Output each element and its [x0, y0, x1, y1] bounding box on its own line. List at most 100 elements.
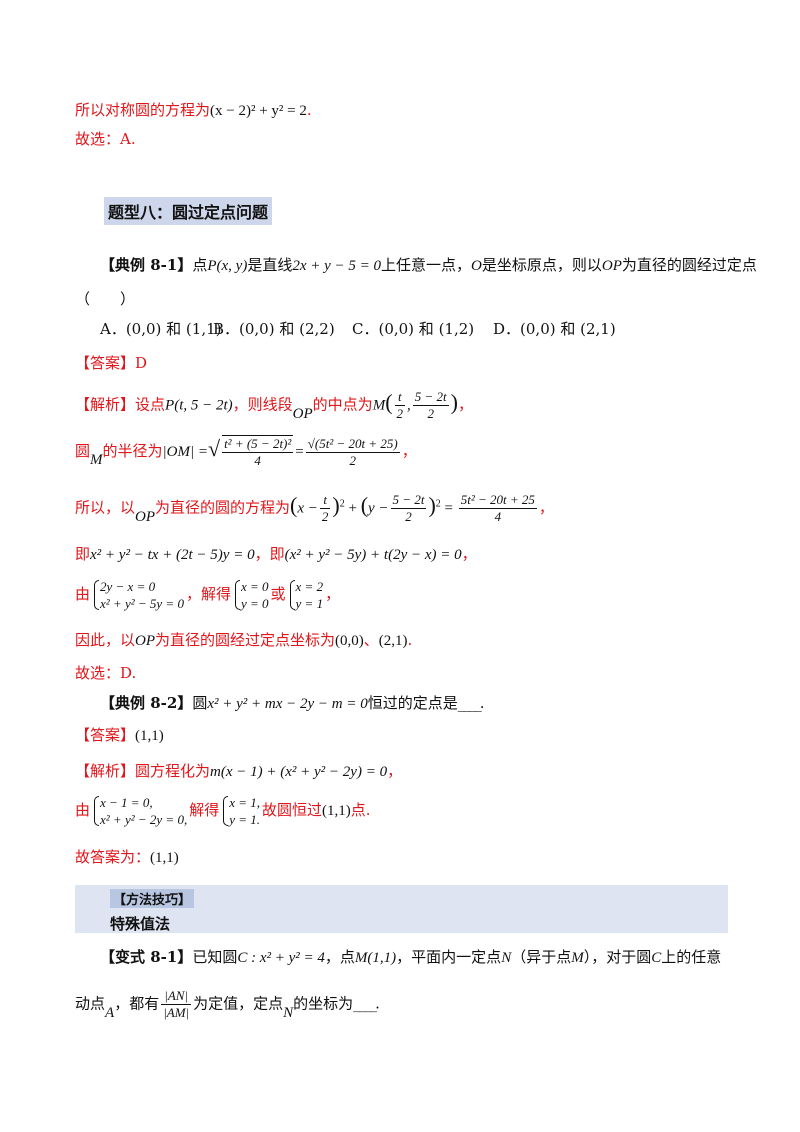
sol-math: (1,1)	[150, 850, 179, 866]
sol-math: OP	[135, 633, 156, 649]
q-text: 是直线	[247, 256, 293, 274]
sol-text: 由	[75, 585, 91, 603]
sol-text: 为直径的圆的方程为	[155, 498, 291, 517]
sol-text: 圆方程化为	[135, 762, 211, 780]
sol-math: (1,1)	[322, 803, 351, 819]
q-math: 2x + y − 5 = 0	[292, 258, 382, 274]
solution-label: 【解析】	[75, 395, 136, 414]
q-text: ，都有	[114, 994, 160, 1013]
q-math: x² + y² + mx − 2y − m = 0	[207, 696, 368, 712]
sol-text: 所以，以	[75, 498, 136, 517]
q-text: 动点	[75, 994, 106, 1013]
sol-text: ，解得	[185, 585, 231, 603]
q-text: .	[375, 994, 380, 1013]
answer-value: D	[135, 354, 148, 372]
sol-text: ，	[401, 442, 417, 460]
sol-math: |OM| =	[162, 444, 208, 460]
sol-text: 的中点为	[312, 395, 373, 414]
variant-label: 【变式 8-1】	[100, 948, 193, 966]
solution-line-7: 故选：D.	[75, 664, 137, 682]
q-text: 上的任意	[661, 948, 722, 966]
sol-text: 故圆恒过	[262, 801, 323, 819]
prev-equation: (x − 2)² + y² = 2	[210, 103, 307, 119]
sol-text: 即	[75, 545, 91, 563]
q-text: 的坐标为	[293, 994, 354, 1013]
q-text: ，点	[324, 948, 355, 966]
sol-text: .	[407, 631, 413, 649]
q-text: 已知圆	[192, 948, 238, 966]
q-text: ，平面内一定点	[396, 948, 502, 966]
option-b: B．(0,0) 和 (2,2)	[213, 320, 335, 338]
q-math: N	[283, 1004, 294, 1021]
sol-math: (x² + y² − 5y) + t(2y − x) = 0	[284, 547, 462, 563]
q-text: （异于点	[511, 948, 572, 966]
method-subtitle: 特殊值法	[110, 915, 171, 933]
q-math: OP	[601, 258, 622, 274]
fraction: √(5t² − 20t + 25)2	[305, 435, 400, 468]
answer-label: 【答案】	[75, 354, 136, 372]
solution-label: 【解析】	[75, 762, 136, 780]
sol-text: 点.	[350, 801, 371, 819]
sol-math: P(t, 5 − 2t)	[165, 397, 233, 414]
sol-math: OP	[135, 508, 156, 525]
q-text: 为直径的圆经过定点	[621, 256, 757, 274]
answer-line: 【答案】D	[75, 352, 147, 374]
example-label: 【典例 8-1】	[100, 256, 193, 274]
q-text: .	[479, 694, 485, 712]
answer-blank: ____	[457, 694, 482, 712]
sol-text: ，	[325, 585, 341, 603]
q-math: C	[651, 950, 662, 966]
method-title: 【方法技巧】	[110, 889, 195, 908]
example-8-2-question: 【典例 8-2】圆x² + y² + mx − 2y − m = 0恒过的定点是…	[100, 692, 485, 715]
prev-text: 所以对称圆的方程为	[75, 101, 211, 119]
answer-blank: ____	[353, 994, 377, 1013]
sol-math: x² + y² − tx + (2t − 5)y = 0	[90, 547, 255, 563]
q-math: M(1,1)	[354, 950, 397, 966]
sol-math: OP	[292, 405, 313, 422]
option-d: D．(0,0) 和 (2,1)	[493, 320, 616, 338]
variant-8-1-line-1: 【变式 8-1】已知圆C : x² + y² = 4，点M(1,1)，平面内一定…	[100, 946, 721, 969]
sol-text: ，则线段	[232, 395, 293, 414]
sol-text: ，	[538, 498, 554, 517]
sol-text: 因此，以	[75, 631, 136, 649]
sol-text: 圆	[75, 442, 91, 460]
q-text: 上任意一点，	[381, 256, 472, 274]
q-text: 圆	[192, 694, 208, 712]
q-text: 为定值，定点	[193, 994, 284, 1013]
prev-end: .	[306, 101, 312, 119]
q-text: 恒过的定点是	[367, 694, 458, 712]
sol-text: 设点	[135, 395, 166, 414]
option-a: A．(0,0) 和 (1,1)	[100, 320, 222, 338]
answer-paren: （ ）	[75, 290, 136, 308]
q-text: 是坐标原点，则以	[481, 256, 602, 274]
sol-text: 解得	[189, 801, 220, 819]
sol-math: m(x − 1) + (x² + y² − 2y) = 0	[210, 764, 388, 780]
sol-math: M	[90, 452, 103, 468]
ratio-fraction: |AN||AM|	[161, 988, 192, 1020]
sol-math: =	[295, 444, 304, 460]
sol-text: 或	[270, 585, 286, 603]
sol-text: 、	[363, 631, 379, 649]
sol-math: (0,0)	[335, 633, 364, 649]
solution-line-4: 即x² + y² − tx + (2t − 5)y = 0，即(x² + y² …	[75, 543, 477, 566]
equation-system: x − 1 = 0,x² + y² − 2y = 0,	[92, 794, 187, 828]
solution-2-line-1: 【解析】圆方程化为m(x − 1) + (x² + y² − 2y) = 0，	[75, 760, 402, 783]
example-label: 【典例 8-2】	[100, 694, 193, 712]
variant-8-1-line-2: 动点A，都有|AN||AM|为定值，定点N的坐标为____.	[75, 988, 380, 1021]
sol-text: 由	[75, 801, 91, 819]
sol-math: (2,1)	[378, 633, 408, 649]
sol-text: ，	[387, 762, 403, 780]
sol-text: 故答案为：	[75, 848, 151, 866]
sol-text: ，即	[254, 545, 285, 563]
